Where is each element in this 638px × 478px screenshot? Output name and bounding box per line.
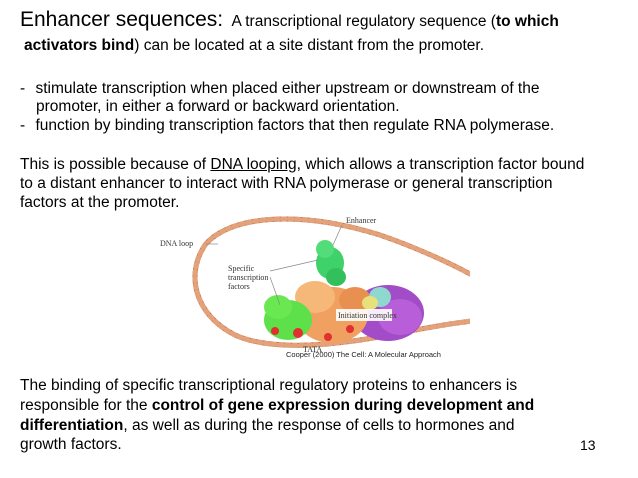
looping-line-1: This is possible because of DNA looping,…	[20, 155, 584, 174]
bullet-marker: -	[20, 80, 26, 97]
dna-strand	[192, 216, 475, 348]
initiation-complex	[264, 281, 424, 343]
bullet-marker: -	[20, 117, 26, 134]
bottom-bold-2: differentiation	[20, 417, 124, 434]
intro-bold-2: activators bind	[24, 37, 135, 54]
title-line: Enhancer sequences: A transcriptional re…	[20, 8, 559, 31]
bottom-line-1: The binding of specific transcriptional …	[20, 377, 518, 394]
bullet-1-line-2: promoter, in either a forward or backwar…	[36, 98, 400, 115]
bottom-bold-1: control of gene expression during develo…	[151, 397, 535, 414]
bottom-line-4: growth factors.	[20, 436, 122, 453]
label-initiation-complex: Initiation complex	[338, 311, 397, 320]
bullet-1-line-1: stimulate transcription when placed eith…	[35, 80, 540, 97]
initiation-label-bg	[336, 309, 392, 321]
intro-line-2: activators bind) can be located at a sit…	[24, 36, 484, 55]
looping-text-post: , which allows a transcription factor bo…	[296, 156, 585, 173]
bottom-text-post: , as well as during the response of cell…	[123, 417, 515, 434]
page-number: 13	[580, 437, 596, 453]
enhancer-protein	[316, 240, 346, 286]
bullet-2-line-1: function by binding transcription factor…	[35, 117, 555, 134]
intro-bold-1: to which	[495, 13, 559, 30]
dna-looping-illustration: DNA loop Enhancer Specific transcription…	[160, 216, 475, 359]
figure-caption: Cooper (2000) The Cell: A Molecular Appr…	[286, 350, 441, 359]
bottom-text-pre: responsible for the	[20, 397, 152, 414]
label-tata: TATA	[303, 345, 322, 354]
intro-text-2: ) can be located at a site distant from …	[134, 37, 485, 54]
slide-title: Enhancer sequences:	[20, 8, 224, 31]
dna-looping-link[interactable]: DNA looping	[210, 156, 297, 173]
looping-text-pre: This is possible because of	[20, 156, 211, 173]
bullet-1: - stimulate transcription when placed ei…	[20, 79, 539, 98]
intro-text-1: A transcriptional regulatory sequence (	[231, 13, 496, 30]
label-enhancer: Enhancer	[346, 216, 377, 225]
leader-lines	[206, 224, 343, 306]
bottom-line-3: differentiation, as well as during the r…	[20, 416, 515, 435]
looping-line-2: to a distant enhancer to interact with R…	[20, 175, 553, 192]
label-specific-3: factors	[228, 282, 250, 291]
label-specific-1: Specific	[228, 264, 255, 273]
dna-looping-figure: DNA loop Enhancer Specific transcription…	[150, 205, 475, 363]
bullet-2: - function by binding transcription fact…	[20, 116, 554, 135]
bottom-line-2: responsible for the control of gene expr…	[20, 396, 534, 415]
label-specific-2: transcription	[228, 273, 268, 282]
label-dna-loop: DNA loop	[160, 239, 193, 248]
looping-line-3: factors at the promoter.	[20, 194, 180, 211]
